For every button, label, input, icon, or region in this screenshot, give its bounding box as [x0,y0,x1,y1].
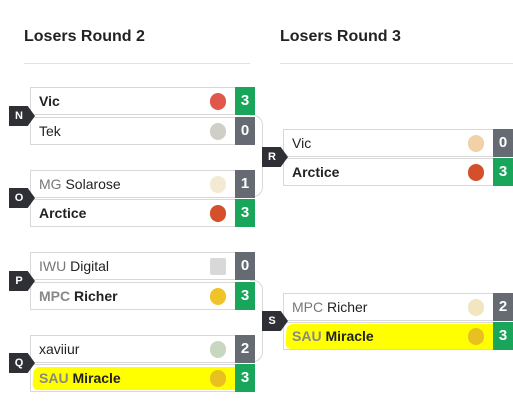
player-slot[interactable]: MG Solarose 1 [30,170,255,198]
player-slot[interactable]: Arctice 3 [283,158,513,186]
round-divider [280,63,513,64]
match-label-badge: S [262,311,288,331]
mii-icon [210,123,226,140]
player-name: SAU Miracle [39,370,121,386]
player-name: Arctice [39,205,87,221]
player-slot[interactable]: Vic 0 [283,129,513,157]
player-name: IWU Digital [39,258,110,274]
score-badge: 3 [493,322,513,350]
player-slot[interactable]: Tek 0 [30,117,255,145]
pikachu-icon [210,370,226,387]
score-badge: 2 [493,293,513,321]
player-slot[interactable]: Vic 3 [30,87,255,115]
score-badge: 2 [235,335,255,363]
player-name: MPC Richer [292,299,368,315]
player-slot[interactable]: MPC Richer 2 [283,293,513,321]
score-badge: 3 [493,158,513,186]
score-badge: 3 [235,364,255,392]
player-name: Vic [292,135,312,151]
score-badge: 3 [235,282,255,310]
yoshi-icon [210,341,226,358]
ice-climbers-icon [210,93,226,110]
score-badge: 3 [235,87,255,115]
match-label-badge: O [9,188,35,208]
jigglypuff-icon [210,176,226,193]
player-name: Arctice [292,164,340,180]
player-slot[interactable]: SAU Miracle 3 [283,322,513,350]
score-badge: 0 [235,117,255,145]
match-label-badge: R [262,147,288,167]
samus-icon [468,164,484,181]
score-badge: 3 [235,199,255,227]
score-badge: 1 [235,170,255,198]
match-label-badge: P [9,271,35,291]
round-title-losers-3: Losers Round 3 [280,28,401,45]
player-slot[interactable]: IWU Digital 0 [30,252,255,280]
player-slot[interactable]: SAU Miracle 3 [30,364,255,392]
pikachu-icon [468,328,484,345]
player-slot[interactable]: xaviiur 2 [30,335,255,363]
match-label-badge: Q [9,353,35,373]
player-name: Tek [39,123,61,139]
match-label-badge: N [9,106,35,126]
peach-icon [210,288,226,305]
player-name: MG Solarose [39,176,121,192]
game-and-watch-icon [210,258,226,275]
peach-icon [468,299,484,316]
score-badge: 0 [493,129,513,157]
round-title-losers-2: Losers Round 2 [24,28,145,45]
player-name: MPC Richer [39,288,118,304]
score-badge: 0 [235,252,255,280]
player-name: Vic [39,93,60,109]
player-name: xaviiur [39,341,80,357]
player-name: SAU Miracle [292,328,374,344]
round-divider [24,63,250,64]
player-slot[interactable]: Arctice 3 [30,199,255,227]
ice-climbers-icon [468,135,484,152]
player-slot[interactable]: MPC Richer 3 [30,282,255,310]
samus-icon [210,205,226,222]
